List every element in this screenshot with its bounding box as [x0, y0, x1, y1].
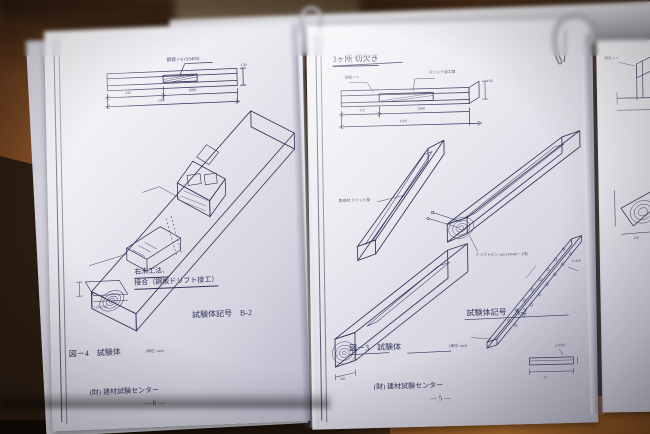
right-dim-1500: 1500	[399, 119, 408, 124]
binder-ring-left-icon	[298, 6, 323, 34]
right-specimen-label: 試験体記号 A-2	[466, 307, 528, 318]
right-page-number: — 5 —	[429, 394, 451, 403]
page-bottom-shadow	[0, 392, 330, 408]
binder-ring-right-icon	[552, 13, 596, 65]
right-note-plate: 鋼板 t=9	[344, 75, 359, 80]
binder-page-far-right[interactable]: 鋼板 t=9 150	[596, 39, 650, 413]
right-figure-unit: (単位: mm)	[449, 343, 468, 349]
far-page-drawing	[614, 50, 650, 235]
far-note-150: 150	[633, 235, 640, 240]
right-note-120: 120	[339, 376, 346, 381]
left-dim-150: 150	[240, 62, 247, 68]
right-note-75: 75	[543, 375, 548, 380]
left-dim-1080: 1080	[188, 88, 196, 93]
binder-page-right[interactable]: 3ヶ所 切欠き 鋼板 t=9 スリット加工部 420 1080 1500 150…	[306, 18, 599, 430]
right-dim-1080: 1080	[417, 106, 425, 111]
right-note-slit: スリット加工部	[428, 69, 456, 75]
far-note-plate: 鋼板 t=9	[604, 56, 618, 61]
binder-page-left[interactable]: 鋼板 t=6 (SS400) 420 1080 1500 150 120×150…	[44, 20, 311, 432]
right-note-M16: 2-M16	[555, 343, 566, 348]
right-dim-150: 150	[486, 78, 493, 84]
right-part-label-slit: 集成材 スリット部	[338, 198, 371, 203]
left-section-note: 120×150	[93, 304, 108, 310]
left-figure-unit: (単位: mm)	[145, 348, 164, 354]
left-figure-caption: 図－4 試験体	[68, 347, 121, 359]
left-page-drawing	[76, 62, 296, 332]
right-dim-420: 420	[359, 108, 366, 113]
left-dim-1500: 1500	[157, 98, 166, 103]
right-heading: 3ヶ所 切欠き	[332, 52, 379, 68]
right-footer-org: (財) 建材試験センター	[373, 381, 444, 392]
right-part-label-2phi16: 2-φ16	[571, 258, 581, 263]
left-dim-420: 420	[125, 90, 132, 96]
right-figure-caption: 図－3 試験体	[349, 342, 402, 353]
